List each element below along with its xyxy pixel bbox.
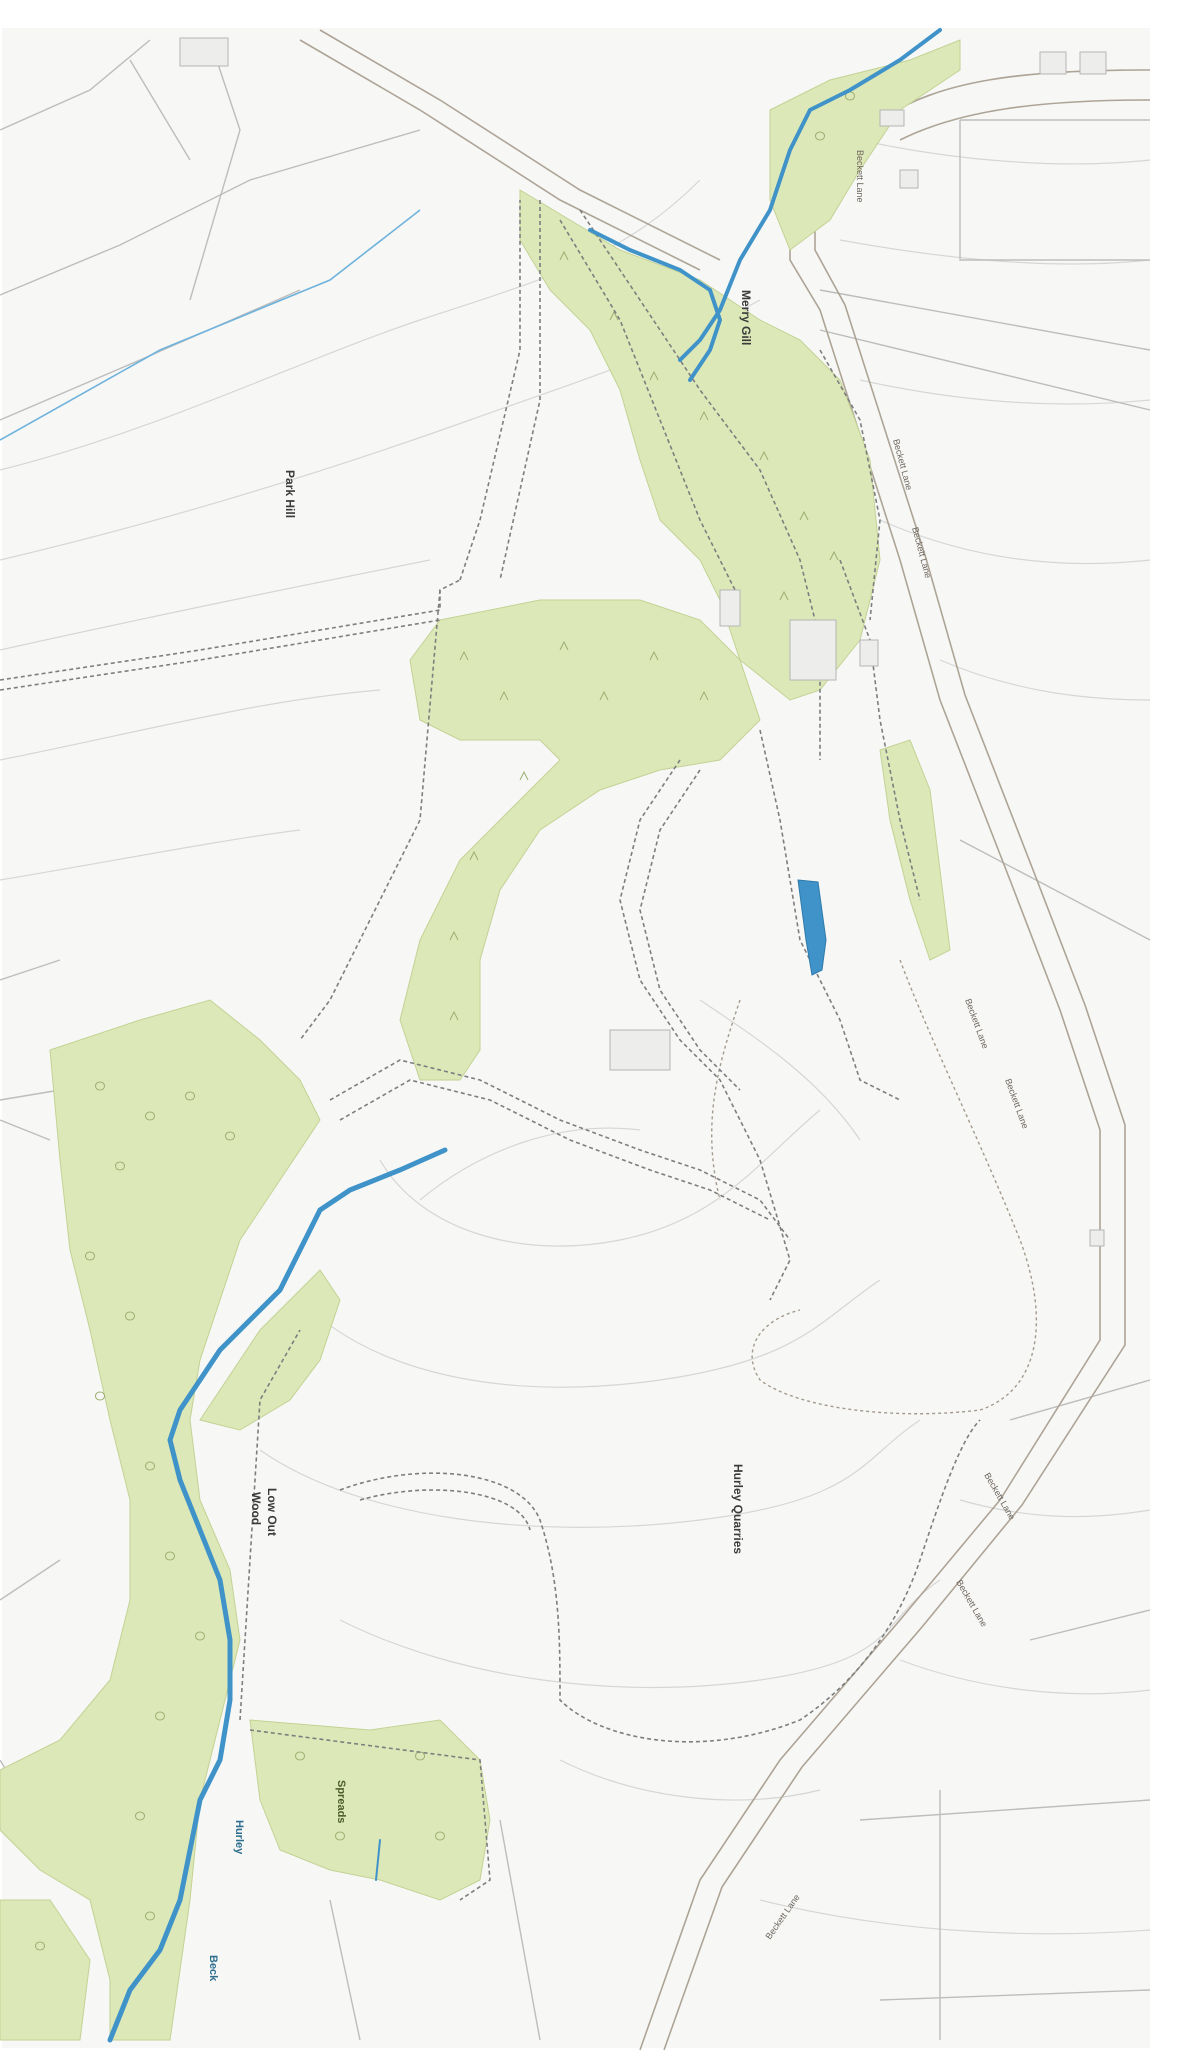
quarry-face <box>711 959 1037 1415</box>
building <box>899 169 919 189</box>
building <box>1089 1229 1105 1247</box>
hurley-beck <box>107 1147 448 2043</box>
woodland-central <box>399 599 761 1081</box>
label-hurley-beck-line-2: Beck <box>207 1955 219 1982</box>
building <box>609 1029 671 1071</box>
watercourses <box>107 28 942 2043</box>
road-label: Beckett Lane <box>855 150 865 203</box>
quarry-pond <box>797 879 827 976</box>
building <box>859 639 879 667</box>
label-low-out-wood-line-1: Low Out <box>265 1488 279 1536</box>
woodland <box>0 39 961 2041</box>
woodland-bottom-left <box>0 1899 91 2041</box>
building <box>879 109 905 127</box>
label-hurley-quarries: Hurley Quarries <box>731 1464 745 1554</box>
woodland-merry-gill <box>519 189 881 701</box>
building <box>789 619 837 681</box>
woodland-beck-edge <box>199 1269 341 1431</box>
woodland-low-out-wood <box>0 999 321 2041</box>
field-drain <box>0 209 421 441</box>
building <box>1079 51 1107 75</box>
label-merry-gill: Merry Gill <box>739 290 753 345</box>
label-park-hill: Park Hill <box>283 470 297 518</box>
label-hurley-beck-line-1: Hurley <box>233 1820 245 1855</box>
spreads-stream <box>375 1839 381 1881</box>
building <box>719 589 741 627</box>
field-boundaries <box>0 39 1151 2041</box>
building <box>1039 51 1067 75</box>
buildings <box>179 37 1107 1247</box>
contour-lines <box>0 139 1151 1935</box>
label-spreads: Spreads <box>335 1780 347 1823</box>
building <box>179 37 229 67</box>
woodland-spreads <box>249 1719 491 1901</box>
merry-gill-stream <box>678 28 942 362</box>
label-low-out-wood-line-2: Wood <box>249 1492 263 1525</box>
woodland-ridge <box>879 739 951 961</box>
merry-gill-tributary <box>588 228 723 382</box>
